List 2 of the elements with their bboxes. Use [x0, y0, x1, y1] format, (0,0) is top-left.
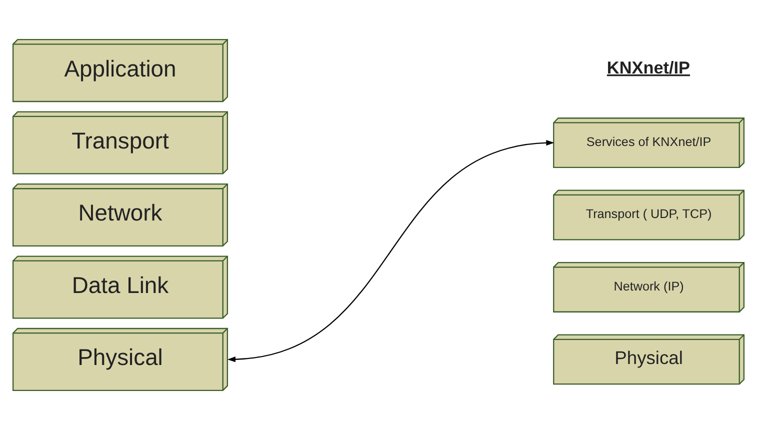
arrow	[227, 140, 554, 362]
label: KNXnet/IP	[606, 57, 690, 78]
